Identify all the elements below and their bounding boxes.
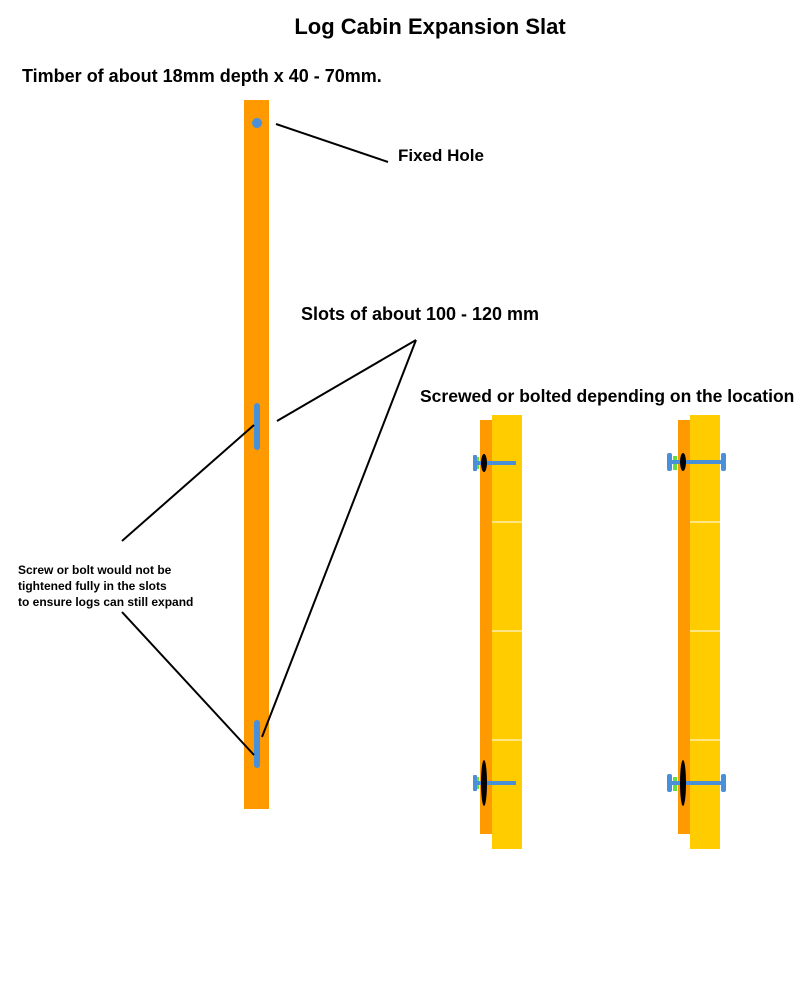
log-stack [690,415,720,849]
upper-slot [254,403,260,450]
note-leader-upper [121,424,255,542]
diagram-title: Log Cabin Expansion Slat [294,14,566,39]
fixed-hole-label: Fixed Hole [398,146,484,165]
timber-label: Timber of about 18mm depth x 40 - 70mm. [22,66,382,86]
tightening-note-line-3: to ensure logs can still expand [18,595,194,609]
lower-slot [254,720,260,768]
slot-section [680,760,686,806]
bolted-assembly [667,415,726,849]
tightening-note: Screw or bolt would not be tightened ful… [18,562,228,610]
expansion-slat [244,100,269,809]
note-leader-lower [121,611,255,756]
slot-section [481,454,487,472]
slot-section [680,453,686,471]
bolt-shank [670,781,722,785]
fixed-hole-leader [275,123,389,163]
tightening-note-line-2: tightened fully in the slots [18,579,167,593]
screwed-or-bolted-label: Screwed or bolted depending on the locat… [420,386,795,406]
screwed-assembly [473,415,522,849]
slots-label: Slots of about 100 - 120 mm [301,304,540,324]
slat-section [480,420,492,834]
bolt-nut [721,453,726,471]
screw-shank [473,461,516,465]
bolt-head [667,774,672,792]
log-stack [492,415,522,849]
screw-shank [473,781,516,785]
slot-section [481,760,487,806]
bolt-shank [670,460,722,464]
tightening-note-line-1: Screw or bolt would not be [18,563,172,577]
slat-section [678,420,690,834]
slots-leader-lower [261,339,417,738]
fixed-hole [252,118,262,128]
bolt-nut [721,774,726,792]
slots-leader-upper [276,339,417,422]
bolt-head [667,453,672,471]
